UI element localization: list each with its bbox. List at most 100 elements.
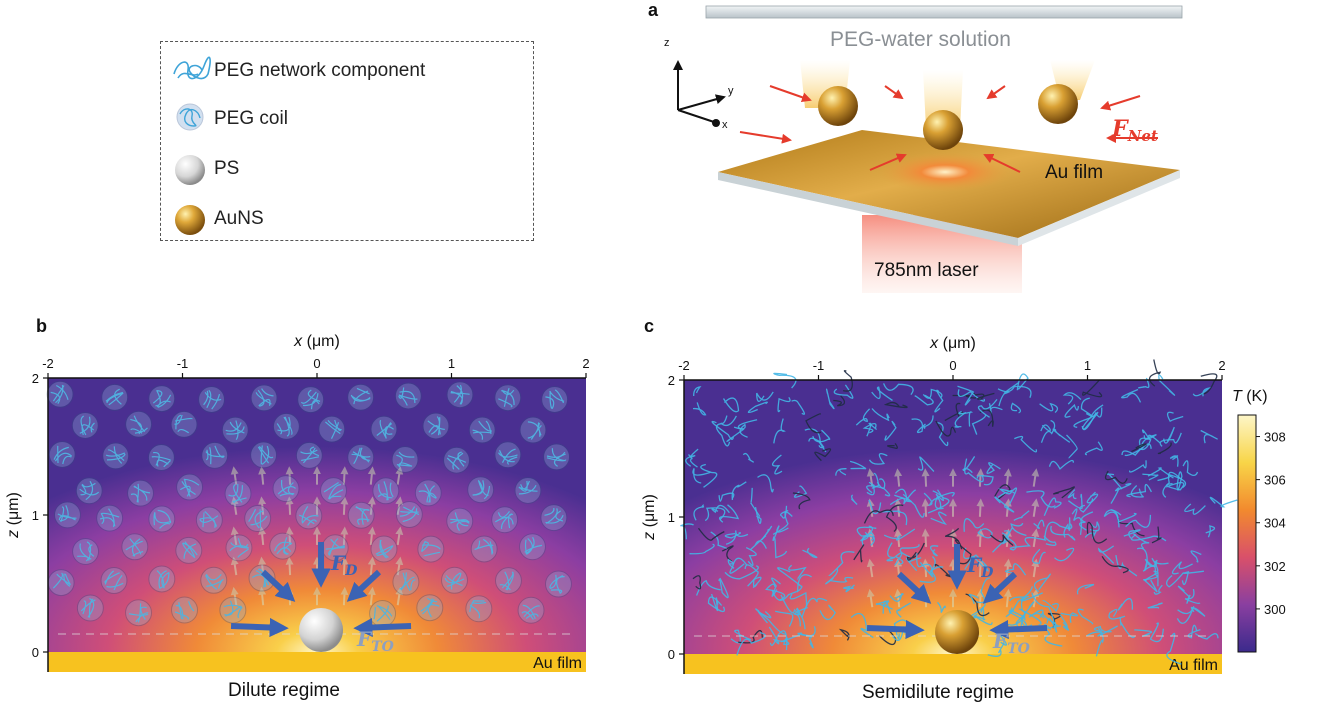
pc-peg-network-chain xyxy=(818,440,827,453)
pb-force-arrow xyxy=(353,617,412,638)
pc-peg-network-chain xyxy=(1143,579,1158,593)
pc-z-axis-title: z (μm) xyxy=(641,494,658,541)
pc-peg-network-chain xyxy=(1147,602,1163,609)
pc-peg-network-chain xyxy=(883,401,908,409)
pc-peg-network-chain xyxy=(866,485,891,497)
pc-peg-network-chain xyxy=(1040,424,1051,432)
pc-peg-network-chain xyxy=(1071,508,1083,535)
pc-z-tick-label: 2 xyxy=(668,373,675,388)
pc-peg-network-chain xyxy=(715,423,731,447)
pb-peg-coil-chain xyxy=(130,483,151,503)
pc-peg-network-chain xyxy=(707,596,725,613)
pb-peg-coil-chain xyxy=(355,506,370,526)
pc-peg-network-chain xyxy=(1165,572,1185,588)
pc-peg-network-chain xyxy=(1182,460,1199,476)
pc-peg-network-chain xyxy=(718,492,735,502)
pc-peg-network-chain xyxy=(863,509,894,524)
pc-auns-particle xyxy=(935,610,980,654)
pb-flow-arrow xyxy=(285,556,294,576)
pc-peg-network-chain xyxy=(971,414,987,435)
pc-peg-network-chain xyxy=(780,594,802,616)
pb-flow-arrow xyxy=(367,466,376,485)
pc-peg-network-chain xyxy=(688,454,698,468)
pc-flow-arrow xyxy=(866,558,875,578)
pc-peg-network-chain xyxy=(871,386,893,401)
pc-flow-arrow xyxy=(921,528,930,547)
pc-peg-network-chain xyxy=(1078,511,1094,531)
pc-peg-network-chain xyxy=(727,558,735,569)
pc-peg-network-chain xyxy=(911,418,926,434)
pc-peg-network-chain xyxy=(725,530,749,545)
pc-flow-arrow xyxy=(921,498,930,517)
pc-force-arrow xyxy=(982,571,1018,604)
pb-peg-coil-chain xyxy=(104,570,124,591)
pb-flow-arrow xyxy=(340,586,349,606)
pc-f-to-label: FTO xyxy=(992,629,1031,657)
pc-peg-network-chain xyxy=(883,528,916,541)
pc-flow-arrow xyxy=(1003,468,1012,487)
pc-peg-network-chain xyxy=(1086,521,1108,544)
pc-peg-network-chain xyxy=(856,526,877,541)
pb-peg-coil xyxy=(76,594,104,622)
pc-peg-network-chain xyxy=(726,419,758,443)
pc-peg-network-chain xyxy=(1187,624,1201,639)
pc-peg-network-chain xyxy=(802,547,818,559)
pc-peg-network-chain xyxy=(805,413,822,434)
pc-peg-network-chain xyxy=(842,370,853,392)
pc-peg-network-chain xyxy=(771,454,783,475)
pb-z-tick-label: 0 xyxy=(32,645,39,660)
pb-peg-coil-chain xyxy=(77,541,95,562)
pc-peg-network-chain xyxy=(853,544,865,563)
pc-peg-network-chain xyxy=(1181,570,1204,586)
pc-peg-network-chain xyxy=(1119,617,1136,639)
pc-peg-network-chain xyxy=(738,629,763,644)
pc-peg-network-chain xyxy=(1190,550,1202,563)
pc-flow-arrow xyxy=(1031,558,1040,578)
pc-peg-network-chain xyxy=(964,554,988,570)
pb-peg-coil xyxy=(148,385,176,413)
pc-peg-network-chain xyxy=(997,487,1018,505)
pb-peg-coil-chain xyxy=(373,604,393,622)
pc-peg-network-chain xyxy=(772,511,793,535)
pc-flow-arrow xyxy=(976,468,985,487)
pc-peg-network-chain xyxy=(860,525,874,542)
pc-flow-arrow xyxy=(1031,468,1040,487)
pc-peg-network-chain xyxy=(871,472,880,489)
pb-peg-coil-chain xyxy=(125,538,144,557)
pb-flow-arrow xyxy=(285,466,294,485)
pc-peg-network-chain xyxy=(1126,483,1152,498)
pc-peg-network-chain xyxy=(1205,525,1216,538)
pc-peg-network-chain xyxy=(1042,612,1061,630)
pc-au-film-label: Au film xyxy=(1169,657,1218,674)
pc-peg-network-chain xyxy=(1081,407,1103,431)
pc-peg-network-chain xyxy=(710,593,719,612)
pc-peg-network-chain xyxy=(977,399,998,418)
pc-peg-network-chain xyxy=(721,545,734,562)
pc-peg-network-chain xyxy=(885,504,904,533)
pb-peg-coil-chain xyxy=(174,414,193,434)
pb-peg-coil-chain xyxy=(99,508,120,528)
pb-peg-coil-chain xyxy=(474,538,494,555)
pc-x-axis-title: x (μm) xyxy=(929,335,976,352)
pc-peg-network-chain xyxy=(922,415,934,429)
pc-peg-network-chain xyxy=(720,415,737,427)
pb-peg-coil-chain xyxy=(79,480,100,501)
pb-flow-arrow xyxy=(367,526,376,546)
colorbar-title: T (K) xyxy=(1232,388,1268,405)
pb-peg-coil-chain xyxy=(299,506,319,526)
pc-force-arrow xyxy=(896,571,932,604)
pb-peg-coil-chain xyxy=(396,451,415,468)
pc-peg-network-chain xyxy=(914,394,934,406)
pc-peg-network-chain xyxy=(1016,373,1029,391)
pc-peg-network-chain xyxy=(871,408,890,422)
pc-peg-network-chain xyxy=(1042,600,1059,612)
pc-peg-network-chain xyxy=(866,481,875,496)
pb-flow-arrow xyxy=(367,586,376,606)
pc-peg-network-chain xyxy=(937,601,946,613)
panel-b-regime-label: Dilute regime xyxy=(228,680,340,701)
pc-peg-network-chain xyxy=(886,542,896,562)
pc-peg-network-chain xyxy=(958,410,974,427)
pc-peg-network-chain xyxy=(685,448,699,467)
pc-peg-network-chain xyxy=(777,396,791,413)
